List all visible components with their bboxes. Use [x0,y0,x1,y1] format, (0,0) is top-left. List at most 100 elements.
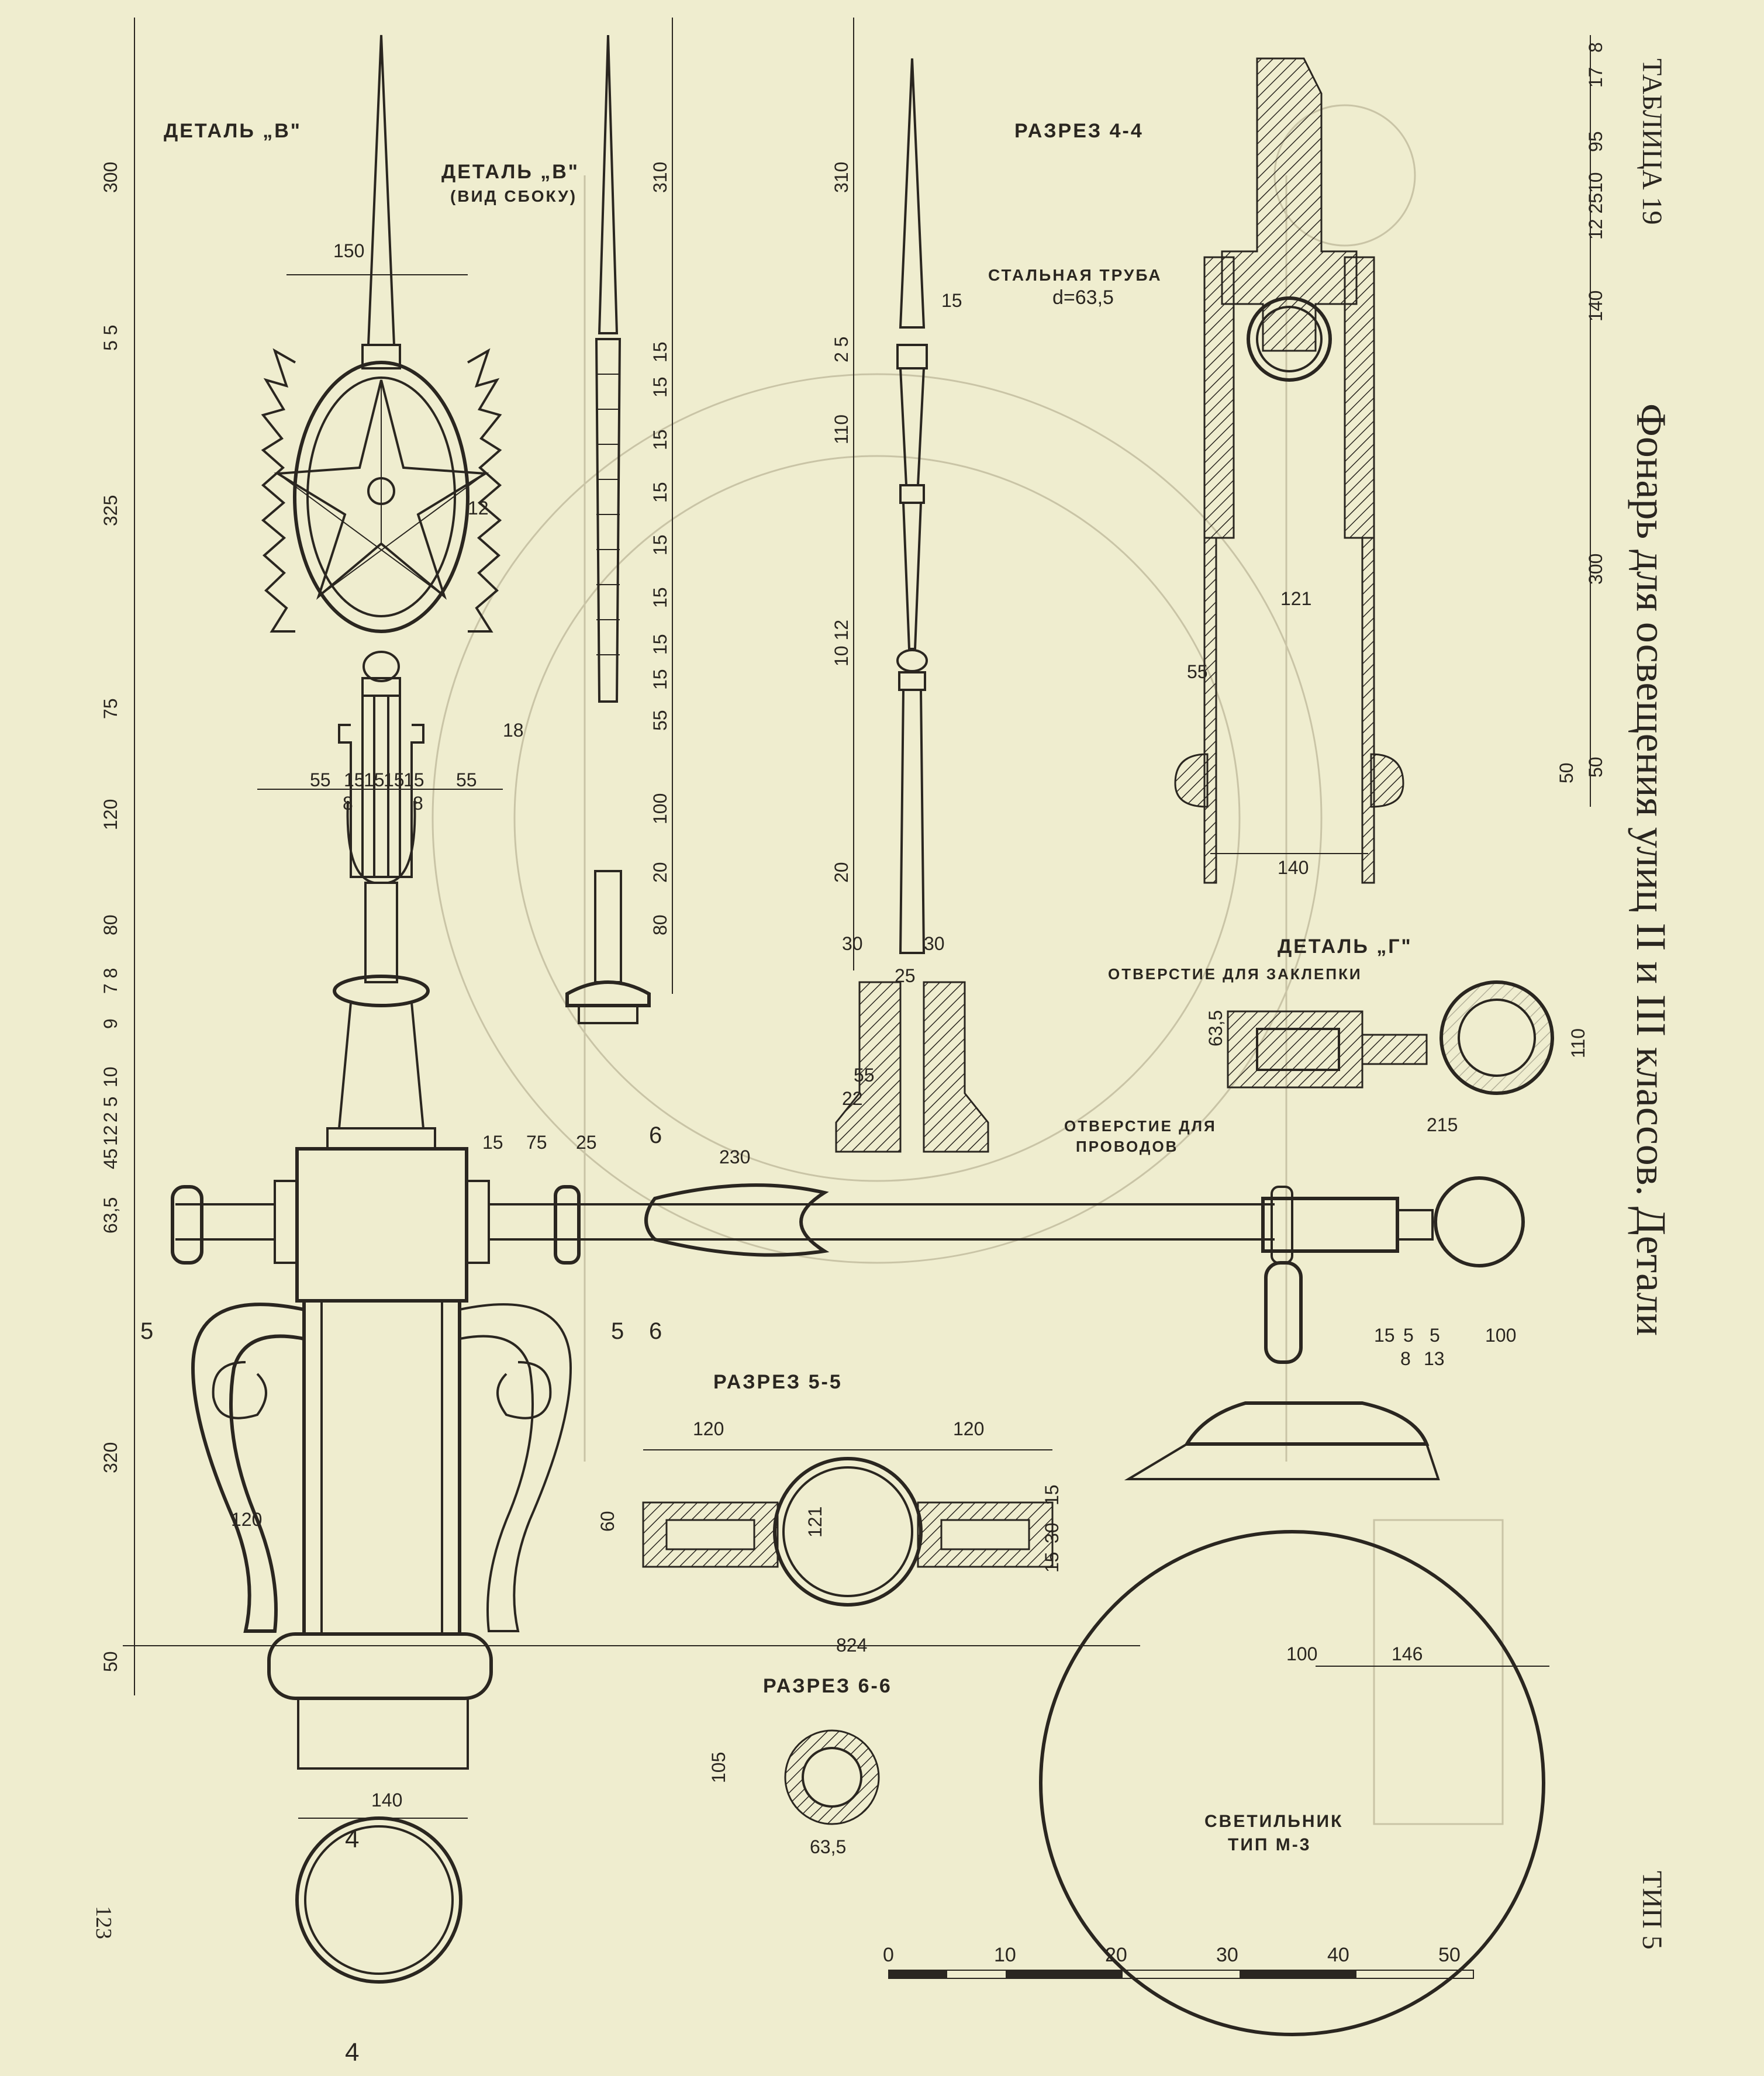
dim-right_v-2: 95 [1585,131,1606,152]
label-detail-v-side-note: (ВИД СБОКУ) [450,187,577,205]
dim-spire_v-5: 20 [831,862,852,883]
cut-mark-5-b: 5 [140,1318,153,1344]
dim-detail_g-1: 110 [1568,1028,1589,1058]
dim-front_h-16: 140 [371,1790,402,1811]
dim-front_h-4: 15 [344,769,365,790]
dim-front_h-12: 75 [526,1132,547,1153]
dim-right_v-3: 10 [1585,172,1606,193]
dim-front_v-10: 12 [100,1125,121,1146]
dim-side_v-7: 15 [650,634,671,655]
scale-bar [888,1970,1474,1979]
dim-front_h-1: 12 [468,498,489,519]
note-wire-hole-line1: ОТВЕРСТИЕ ДЛЯ [1064,1117,1217,1135]
dim-sec55-0: 120 [693,1418,724,1439]
cut-mark-6-b: 6 [649,1318,662,1344]
note-lamp-line2: ТИП М-3 [1228,1835,1311,1854]
dim-front_h-13: 25 [576,1132,597,1153]
detail-g-view [1227,980,1554,1095]
dim-detail_g-0: 63,5 [1205,1010,1226,1046]
dim-side_v-4: 15 [650,482,671,503]
dim-front_h-7: 15 [403,769,424,790]
scale-tick-label: 20 [1105,1944,1127,1966]
note-lamp-line1: СВЕТИЛЬНИК [1204,1812,1343,1831]
dim-sec55-5: 30 [1041,1522,1062,1543]
dim-sec55-2: 121 [805,1507,826,1538]
table-label: ТАБЛИЦА 19 [1637,58,1668,225]
cut-mark-5-a: 5 [611,1318,624,1344]
dim-side_v-12: 80 [650,914,671,935]
scale-tick-label: 40 [1327,1944,1349,1966]
dim-front_v-2: 325 [100,495,121,526]
dim-spire_v-4: 10 12 [831,620,852,666]
dim-arm-2: 5 [1430,1325,1440,1346]
dim-front_h-3: 55 [310,769,331,790]
scale-tick-label: 0 [883,1944,894,1966]
label-detail-g: ДЕТАЛЬ „Г" [1278,935,1413,958]
dim-side_v-3: 15 [650,429,671,450]
label-section-6-6: РАЗРЕЗ 6-6 [763,1675,892,1697]
cut-marks: 4 4 6 6 5 5 [140,1122,662,2067]
dim-front_v-4: 120 [100,799,121,830]
type-label: ТИП 5 [1637,1871,1668,1950]
dim-front_h-0: 150 [333,240,364,261]
scale-tick-label: 50 [1438,1944,1461,1966]
dim-arm-0: 15 [1374,1325,1395,1346]
note-rivet-hole: ОТВЕРСТИЕ ДЛЯ ЗАКЛЕПКИ [1108,965,1362,983]
dim-arm-3: 8 [1400,1348,1411,1369]
dim-front_h-11: 15 [482,1132,503,1153]
sheet-title: Фонарь для освещения улиц II и III класс… [1628,403,1675,1336]
detail-v-front-view [171,34,572,1984]
dim-front_v-14: 50 [100,1651,121,1672]
dim-front_h-6: 15 [384,769,405,790]
dim-side_v-1: 15 [650,341,671,362]
section-5-5-view [642,1457,1054,1607]
dim-sec55-6: 15 [1041,1552,1062,1573]
dim-arm-5: 100 [1485,1325,1516,1346]
dim-spire_h-4: 22 [842,1088,863,1109]
detail-v-side-view [565,34,651,1024]
dim-spire_v-0: 310 [831,162,852,193]
dim-sec44-3: 50 [1556,762,1577,783]
dim-front_v-3: 75 [100,698,121,719]
dimension-lines [123,18,1591,1819]
dim-front_h-8: 55 [456,769,477,790]
label-detail-v-front: ДЕТАЛЬ „В" [164,120,302,142]
dim-side_v-5: 15 [650,534,671,555]
dim-sec55-3: 60 [597,1511,618,1532]
dim-front_h-5: 15 [364,769,385,790]
dim-spire_v-3: 110 [831,414,852,444]
dim-right_v-6: 300 [1585,554,1606,585]
dim-front_v-1: 5 5 [100,325,121,351]
dim-right_v-1: 17 [1585,67,1606,88]
dim-side_v-10: 100 [650,793,671,824]
cut-mark-6-a: 6 [649,1122,662,1148]
dim-lamp-0: 100 [1286,1643,1317,1664]
dim-spire_v-2: 2 5 [831,337,852,362]
dim-side_v-2: 15 [650,376,671,398]
section-4-4-view [1174,57,1404,884]
view-labels: ДЕТАЛЬ „В" ДЕТАЛЬ „В" (ВИД СБОКУ) РАЗРЕЗ… [164,120,1413,1697]
notes: СТАЛЬНАЯ ТРУБА d=63,5 ОТВЕРСТИЕ ДЛЯ ЗАКЛ… [988,266,1362,1854]
dim-spire_h-3: 55 [854,1065,875,1086]
dim-front_v-5: 80 [100,914,121,935]
dim-right_v-4: 12 25 [1585,193,1606,240]
dim-spire_v-1: 15 [941,290,962,311]
dim-detail_g-2: 215 [1427,1114,1458,1135]
cut-mark-4-top: 4 [345,1825,359,1853]
lantern-arm [489,1176,1545,2036]
dim-spire_h-1: 30 [924,933,945,954]
dim-front_h-15: 120 [231,1509,262,1530]
dim-front_v-7: 9 [100,1018,121,1029]
dim-sec66-1: 63,5 [810,1836,846,1857]
scale-tick-label: 30 [1216,1944,1238,1966]
dim-front_v-13: 320 [100,1442,121,1473]
dim-front_v-8: 10 [100,1066,121,1087]
page-number: 123 [91,1906,116,1939]
note-wire-hole-line2: ПРОВОДОВ [1076,1138,1178,1155]
dim-sec66-0: 105 [708,1752,729,1783]
note-steel-pipe: СТАЛЬНАЯ ТРУБА [988,266,1162,284]
dim-spire_h-2: 25 [895,965,916,986]
